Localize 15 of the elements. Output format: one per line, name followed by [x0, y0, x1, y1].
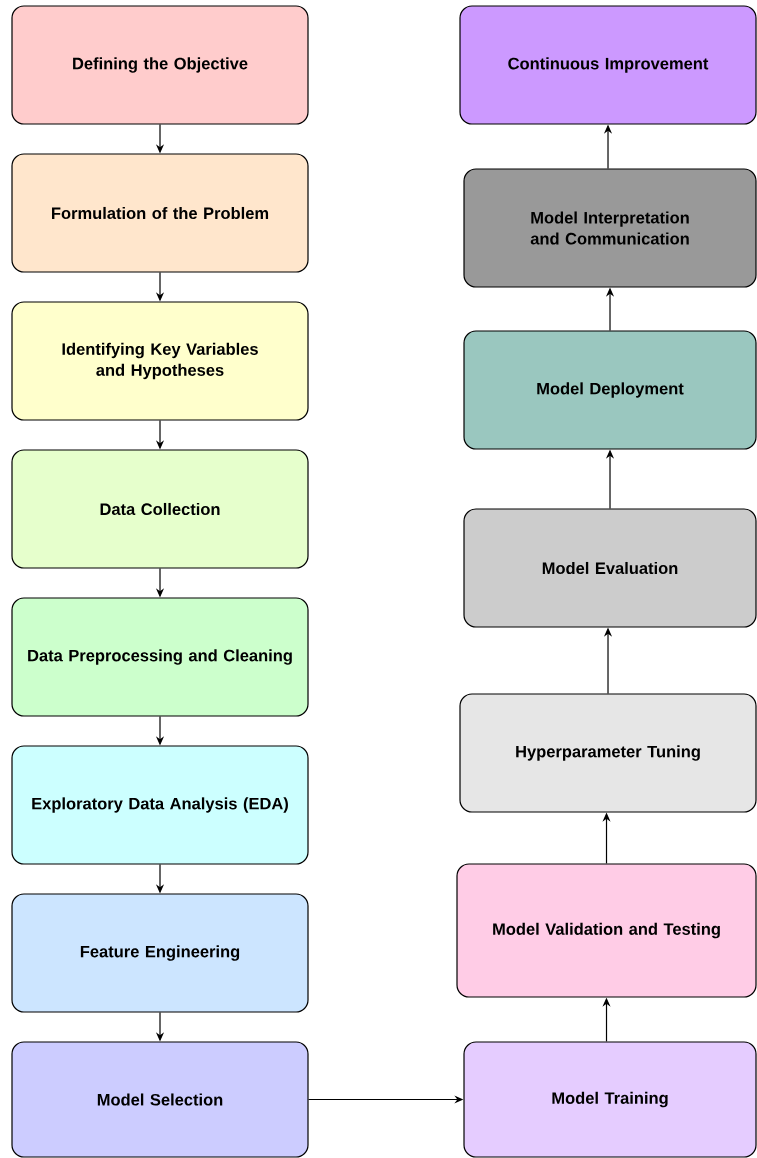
process-box: Data Collection	[11, 449, 309, 569]
process-box: Continuous Improvement	[459, 5, 757, 125]
process-box: Model Deployment	[463, 330, 757, 450]
process-box: Model Validation and Testing	[456, 863, 757, 998]
process-box: Hyperparameter Tuning	[459, 693, 757, 813]
process-box: Defining the Objective	[11, 5, 309, 125]
process-box: Model Evaluation	[463, 508, 757, 628]
process-box: Model Training	[463, 1041, 757, 1158]
process-box: Feature Engineering	[11, 893, 309, 1013]
process-box: Model Interpretation and Communication	[463, 168, 757, 288]
process-box: Data Preprocessing and Cleaning	[11, 597, 309, 717]
process-box: Identifying Key Variables and Hypotheses	[11, 301, 309, 421]
process-box: Exploratory Data Analysis (EDA)	[11, 745, 309, 865]
process-box: Formulation of the Problem	[11, 153, 309, 273]
process-box: Model Selection	[11, 1041, 309, 1158]
